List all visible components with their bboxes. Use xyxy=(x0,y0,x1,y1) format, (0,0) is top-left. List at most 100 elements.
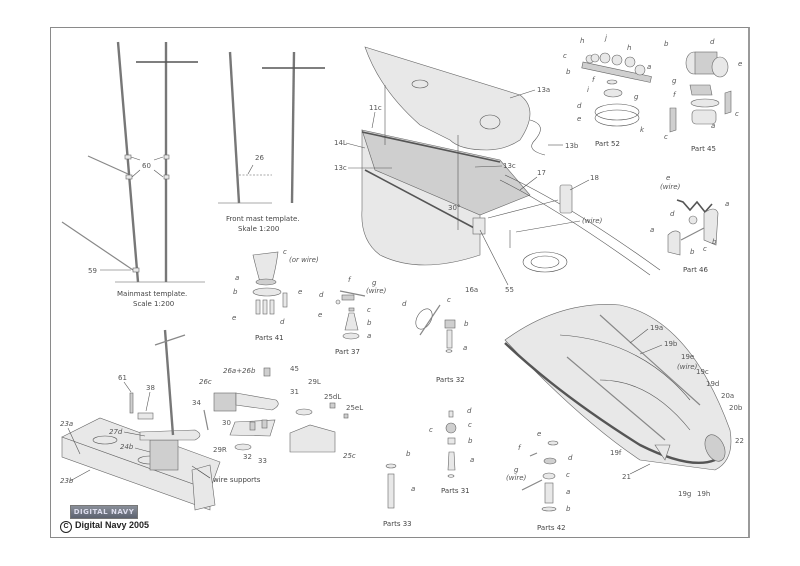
label-23a: 23a xyxy=(60,420,73,428)
part-52-label-h: h xyxy=(627,44,631,52)
part-37-label-f: f xyxy=(348,276,352,284)
label-26: 26 xyxy=(255,154,264,162)
part-52-label-e: e xyxy=(577,115,581,123)
hatch xyxy=(522,251,568,273)
part-46-label-wire: (wire) xyxy=(660,183,681,191)
deck-13a xyxy=(364,46,531,151)
part-42-label-a: a xyxy=(566,488,570,496)
part-52-label-i: i xyxy=(587,86,589,94)
part-46-label-d: d xyxy=(670,210,675,218)
label-31: 31 xyxy=(290,388,299,396)
part-52-label-j: j xyxy=(604,34,607,42)
mainmast-gaff xyxy=(87,155,129,175)
part-31-label-d: d xyxy=(467,407,472,415)
foremast-template: 26 Front mast template. Skale 1:200 xyxy=(218,51,325,233)
part-33-label-a: a xyxy=(411,485,415,493)
label-20a: 20a xyxy=(721,392,734,400)
label-61: 61 xyxy=(118,374,127,382)
part-42: e f d c g (wire) a b Parts 42 xyxy=(506,430,573,532)
band-59 xyxy=(132,267,140,273)
label-13c-left: 13c xyxy=(334,164,347,172)
part-31-label-c: c xyxy=(429,426,433,434)
label-25eL: 25eL xyxy=(346,404,363,412)
copyright-text: Digital Navy 2005 xyxy=(75,520,150,530)
part-45-label-e: e xyxy=(738,60,742,68)
part-45-label-f: f xyxy=(673,91,677,99)
label-19c: 19c xyxy=(696,368,709,376)
label-24b: 24b xyxy=(120,443,134,451)
part-22 xyxy=(704,434,726,462)
part-46-label-b: b xyxy=(690,248,695,256)
label-18: 18 xyxy=(590,174,599,182)
boom-19-lower xyxy=(566,356,666,441)
label-29L: 29L xyxy=(308,378,321,386)
part-61 xyxy=(129,392,134,414)
part-46-label-a: a xyxy=(725,200,729,208)
label-33: 33 xyxy=(258,457,267,465)
part-31-label-c: c xyxy=(468,421,472,429)
part-52-a xyxy=(581,61,652,83)
part-46: e (wire) d a a b b c Part 46 xyxy=(650,174,729,274)
label-22: 22 xyxy=(735,437,744,445)
part-42-label-e: e xyxy=(537,430,541,438)
label-13a: 13a xyxy=(537,86,550,94)
part-45-label-b: b xyxy=(664,40,669,48)
label-26ab: 26a+26b xyxy=(223,367,256,375)
part-31-caption: Parts 31 xyxy=(441,487,470,495)
part-45: b d e g f c a c Part 45 xyxy=(664,38,742,153)
foremast-scale: Skale 1:200 xyxy=(238,225,279,233)
part-42-caption: Parts 42 xyxy=(537,524,566,532)
label-55: 55 xyxy=(505,286,514,294)
superstructure-assembly: 61 38 26c 26a+26b 45 34 30 31 29L 25dL 2… xyxy=(60,329,363,511)
superstructure-mast xyxy=(163,329,175,436)
label-23b: 23b xyxy=(60,477,74,485)
part-45-label-c: c xyxy=(664,133,668,141)
label-19b: 19b xyxy=(664,340,678,348)
band-60 xyxy=(163,174,170,180)
part-41-label-e: e xyxy=(232,314,236,322)
mainmast-side-view xyxy=(116,41,140,283)
label-angle: 30° xyxy=(448,204,460,212)
part-41-label-e: e xyxy=(298,288,302,296)
part-41-label-or-wire: (or wire) xyxy=(289,256,319,264)
foremast-front-view xyxy=(290,51,296,204)
bow-assembly: 13a 13b 11c 14L 13c 13c 17 18 (wire) 30°… xyxy=(334,46,661,294)
part-31: d c c b a Parts 31 xyxy=(429,407,474,495)
part-33-caption: Parts 33 xyxy=(383,520,412,528)
part-32-label-c: c xyxy=(447,296,451,304)
band-60 xyxy=(124,154,132,160)
part-37-label-d: d xyxy=(319,291,324,299)
part-37-label-wire: (wire) xyxy=(366,287,387,295)
part-32-caption: Parts 32 xyxy=(436,376,465,384)
part-26c xyxy=(213,392,237,412)
part-18 xyxy=(559,184,573,214)
part-37-label-b: b xyxy=(367,319,372,327)
part-41-label-c: c xyxy=(283,248,287,256)
part-52-label-c: c xyxy=(563,52,567,60)
label-19e: 19e xyxy=(681,353,694,361)
part-37-label-c: c xyxy=(367,306,371,314)
label-13b: 13b xyxy=(565,142,579,150)
part-55 xyxy=(472,217,486,235)
part-52-label-g: g xyxy=(634,93,639,101)
part-52-caption: Part 52 xyxy=(595,140,620,148)
digital-navy-logo: DIGITAL NAVY xyxy=(70,505,138,519)
part-26ab xyxy=(235,392,279,411)
part-41-label-b: b xyxy=(233,288,238,296)
part-31-label-b: b xyxy=(468,437,473,445)
part-52-label-a: a xyxy=(647,63,651,71)
part-45-label-a: a xyxy=(711,122,715,130)
boom-19 xyxy=(599,314,701,406)
part-42-label-g: g xyxy=(514,466,519,474)
label-13c-right: 13c xyxy=(503,162,516,170)
part-46-label-c: c xyxy=(703,245,707,253)
part-32-label-d: d xyxy=(402,300,407,308)
deck-13b xyxy=(529,119,546,156)
label-59: 59 xyxy=(88,267,97,275)
part-33: b a Parts 33 xyxy=(383,450,415,528)
part-42-label-b: b xyxy=(566,505,571,513)
part-32-label-b: b xyxy=(464,320,469,328)
label-stern-wire: (wire) xyxy=(677,363,698,371)
